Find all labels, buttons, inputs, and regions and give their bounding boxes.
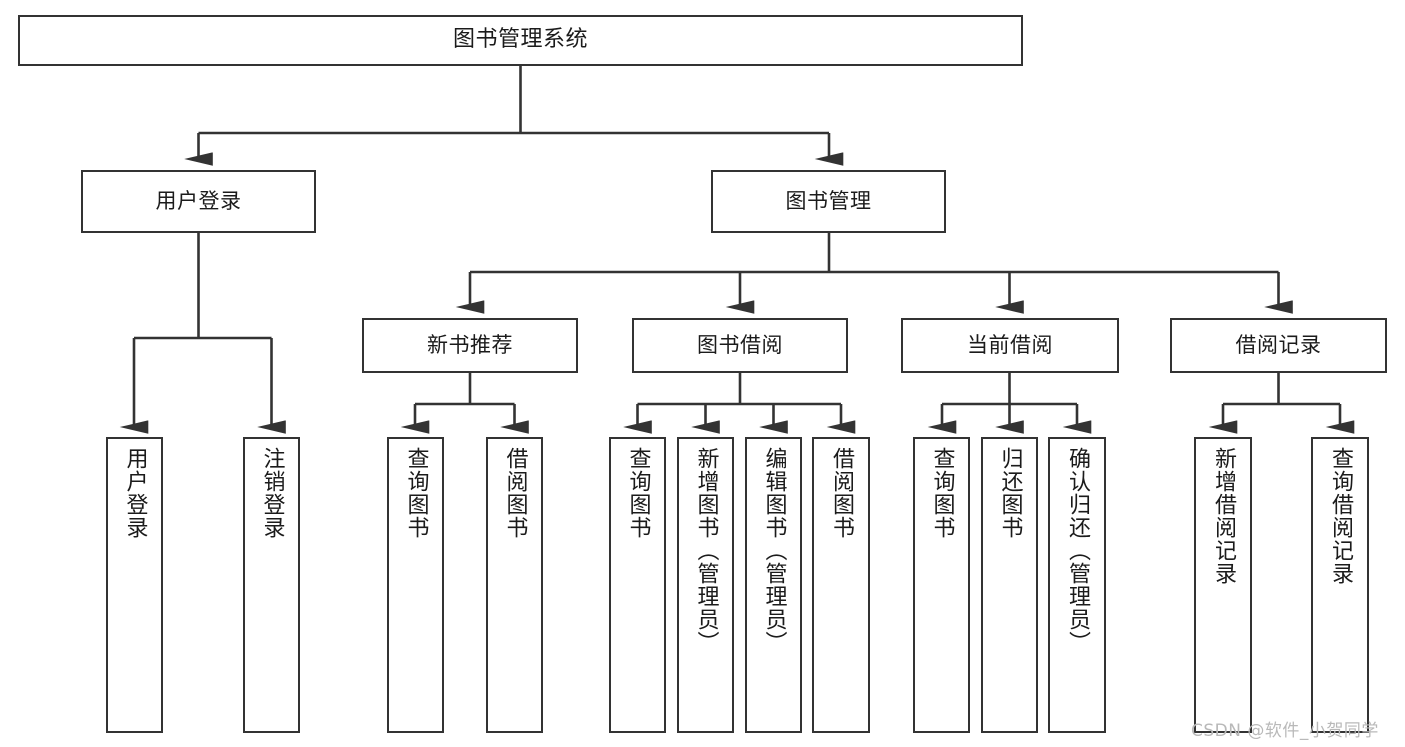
node-book-management[interactable]: 图书管理 [711,170,946,233]
node-leaf-edit-book-label: 编辑图书（管理员） [761,447,787,654]
node-leaf-edit-book[interactable]: 编辑图书（管理员） [745,437,802,733]
node-leaf-borrow-book-1-label: 借阅图书 [502,447,528,539]
node-leaf-borrow-book-2[interactable]: 借阅图书 [812,437,870,733]
node-user-login-label: 用户登录 [155,188,242,213]
node-leaf-borrow-book-1[interactable]: 借阅图书 [486,437,543,733]
node-leaf-query-book-2[interactable]: 查询图书 [609,437,666,733]
node-leaf-query-book-3[interactable]: 查询图书 [913,437,970,733]
node-leaf-confirm-return-label: 确认归还（管理员） [1065,447,1090,654]
node-leaf-logout-login-label: 注销登录 [259,447,285,539]
node-leaf-query-book-2-label: 查询图书 [625,447,651,539]
node-leaf-add-book[interactable]: 新增图书（管理员） [677,437,734,733]
node-book-borrow-label: 图书借阅 [697,332,783,357]
node-book-borrow[interactable]: 图书借阅 [632,318,848,373]
node-leaf-query-book-1[interactable]: 查询图书 [387,437,444,733]
csdn-watermark: CSDN @软件_小贺同学 [1191,721,1379,741]
node-leaf-borrow-book-2-label: 借阅图书 [829,447,854,539]
node-leaf-add-record-label: 新增借阅记录 [1211,447,1236,585]
node-new-book-recommend-label: 新书推荐 [427,332,513,357]
node-current-borrow[interactable]: 当前借阅 [901,318,1119,373]
node-current-borrow-label: 当前借阅 [967,332,1053,357]
node-leaf-query-book-1-label: 查询图书 [403,447,429,539]
node-user-login[interactable]: 用户登录 [81,170,316,233]
node-root[interactable]: 图书管理系统 [18,15,1023,66]
node-leaf-user-login-label: 用户登录 [122,447,148,539]
node-leaf-add-record[interactable]: 新增借阅记录 [1194,437,1252,733]
node-leaf-confirm-return[interactable]: 确认归还（管理员） [1048,437,1106,733]
node-leaf-add-book-label: 新增图书（管理员） [693,447,719,654]
node-leaf-return-book-label: 归还图书 [997,447,1023,539]
node-borrow-record-label: 借阅记录 [1235,332,1322,357]
node-new-book-recommend[interactable]: 新书推荐 [362,318,578,373]
node-leaf-query-book-3-label: 查询图书 [929,447,955,539]
node-leaf-user-login[interactable]: 用户登录 [106,437,163,733]
node-leaf-logout-login[interactable]: 注销登录 [243,437,300,733]
node-leaf-query-record-label: 查询借阅记录 [1328,447,1353,585]
node-leaf-query-record[interactable]: 查询借阅记录 [1311,437,1369,733]
node-book-management-label: 图书管理 [785,188,872,213]
node-leaf-return-book[interactable]: 归还图书 [981,437,1038,733]
node-borrow-record[interactable]: 借阅记录 [1170,318,1387,373]
node-root-label: 图书管理系统 [452,27,588,53]
